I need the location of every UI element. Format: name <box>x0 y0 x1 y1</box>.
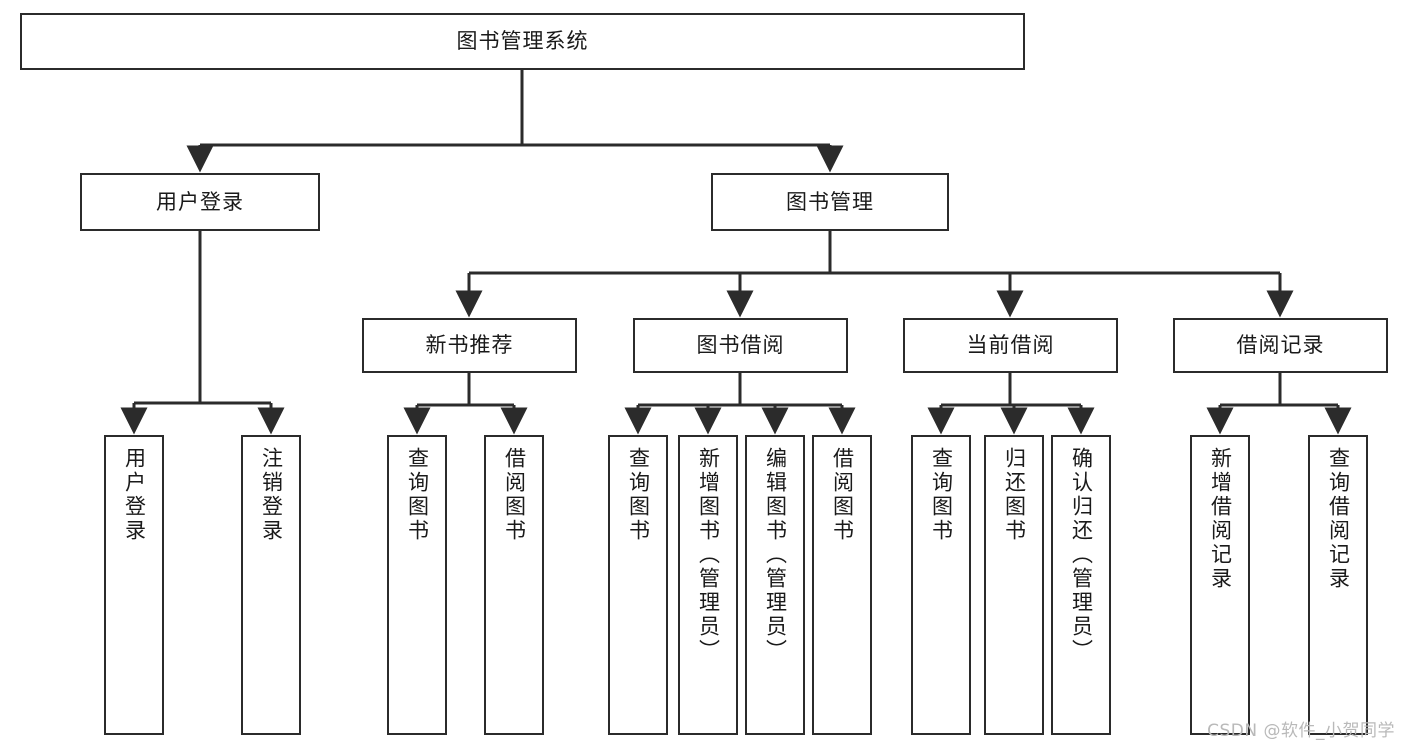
node-book-borrow[interactable]: 图书借阅 <box>633 318 848 373</box>
node-leaf-user-login-label: 用户登录 <box>122 447 147 543</box>
node-borrow-record-label: 借阅记录 <box>1236 333 1325 358</box>
node-root[interactable]: 图书管理系统 <box>20 13 1025 70</box>
node-leaf-logout[interactable]: 注销登录 <box>241 435 301 735</box>
node-leaf-add-book-label: 新增图书（管理员） <box>696 447 721 663</box>
node-leaf-query-book-1[interactable]: 查询图书 <box>387 435 447 735</box>
node-leaf-query-book-1-label: 查询图书 <box>405 447 430 543</box>
node-leaf-edit-book[interactable]: 编辑图书（管理员） <box>745 435 805 735</box>
node-leaf-add-record[interactable]: 新增借阅记录 <box>1190 435 1250 735</box>
node-new-book-rec-label: 新书推荐 <box>425 333 514 358</box>
node-leaf-add-book[interactable]: 新增图书（管理员） <box>678 435 738 735</box>
node-borrow-record[interactable]: 借阅记录 <box>1173 318 1388 373</box>
node-book-manage[interactable]: 图书管理 <box>711 173 949 231</box>
node-leaf-edit-book-label: 编辑图书（管理员） <box>763 447 788 663</box>
node-leaf-query-book-3[interactable]: 查询图书 <box>911 435 971 735</box>
node-book-borrow-label: 图书借阅 <box>696 333 785 358</box>
node-current-borrow[interactable]: 当前借阅 <box>903 318 1118 373</box>
node-leaf-user-login[interactable]: 用户登录 <box>104 435 164 735</box>
node-leaf-query-book-2[interactable]: 查询图书 <box>608 435 668 735</box>
node-leaf-borrow-book-2-label: 借阅图书 <box>830 447 855 543</box>
node-leaf-add-record-label: 新增借阅记录 <box>1208 447 1233 591</box>
node-leaf-confirm-return-label: 确认归还（管理员） <box>1069 447 1094 663</box>
node-leaf-borrow-book-1[interactable]: 借阅图书 <box>484 435 544 735</box>
node-book-manage-label: 图书管理 <box>786 189 874 214</box>
node-user-login[interactable]: 用户登录 <box>80 173 320 231</box>
node-new-book-rec[interactable]: 新书推荐 <box>362 318 577 373</box>
node-leaf-return-book[interactable]: 归还图书 <box>984 435 1044 735</box>
watermark: CSDN @软件_小贺同学 <box>1207 721 1395 741</box>
node-user-login-label: 用户登录 <box>156 189 244 214</box>
node-root-label: 图书管理系统 <box>456 29 589 54</box>
node-leaf-borrow-book-1-label: 借阅图书 <box>502 447 527 543</box>
node-leaf-confirm-return[interactable]: 确认归还（管理员） <box>1051 435 1111 735</box>
node-leaf-query-book-3-label: 查询图书 <box>929 447 954 543</box>
node-current-borrow-label: 当前借阅 <box>966 333 1055 358</box>
node-leaf-query-record[interactable]: 查询借阅记录 <box>1308 435 1368 735</box>
node-leaf-return-book-label: 归还图书 <box>1002 447 1027 543</box>
node-leaf-query-book-2-label: 查询图书 <box>626 447 651 543</box>
node-leaf-logout-label: 注销登录 <box>259 447 284 543</box>
node-leaf-borrow-book-2[interactable]: 借阅图书 <box>812 435 872 735</box>
node-leaf-query-record-label: 查询借阅记录 <box>1326 447 1351 591</box>
